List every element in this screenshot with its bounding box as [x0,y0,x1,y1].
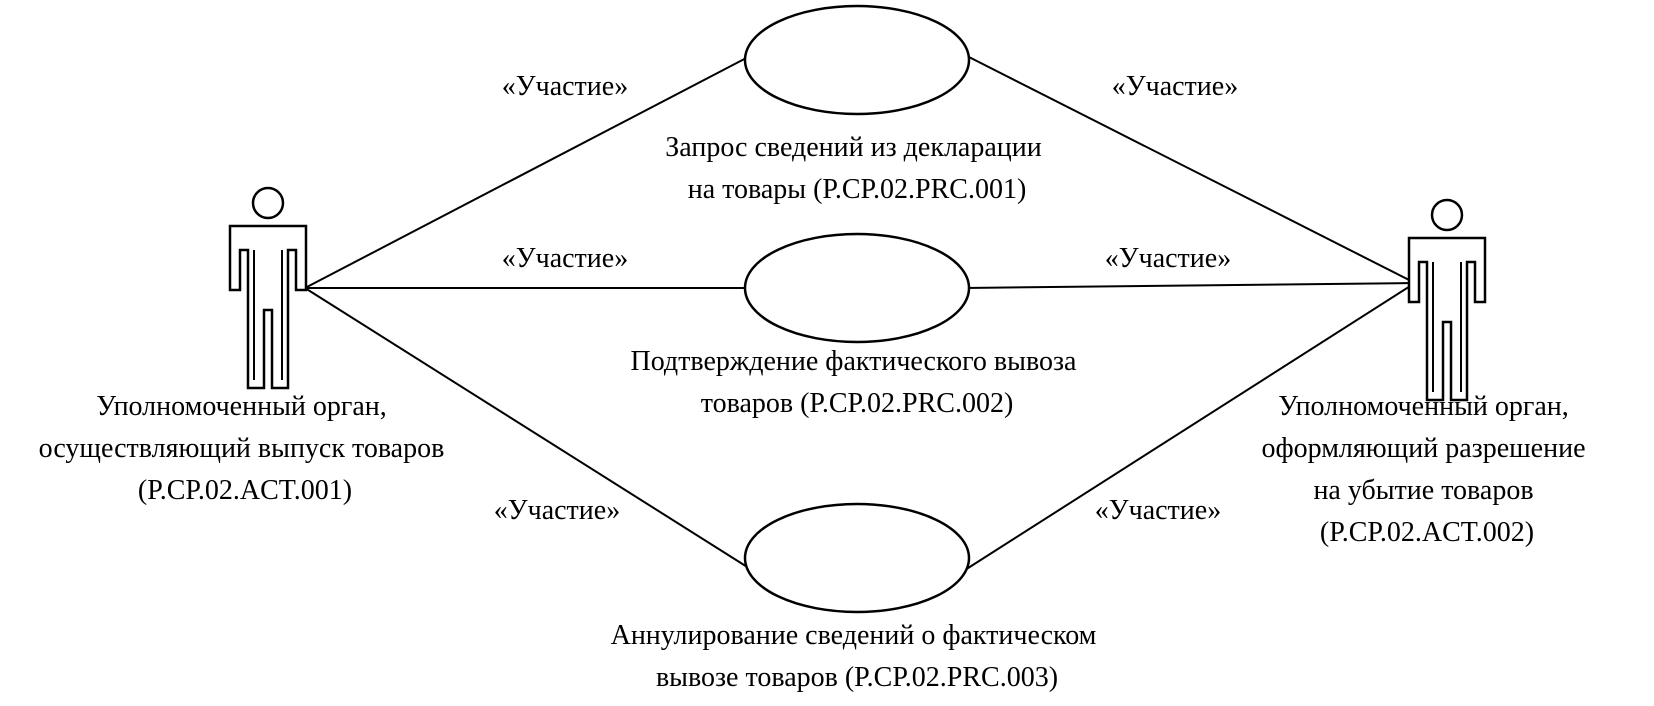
association-lines [304,54,1416,571]
association-line-left-top [304,54,753,289]
use-case-label-2: Подтверждение фактического вывоза товаро… [631,346,1084,419]
association-label-right-top: «Участие» [1112,71,1238,102]
use-case-label-3: Аннулирование сведений о фактическом выв… [611,620,1104,693]
association-label-right-middle: «Участие» [1105,243,1231,274]
association-label-left-top: «Участие» [502,71,628,102]
person-icon [228,186,308,390]
association-line-right-bottom [964,282,1416,571]
person-icon [1407,198,1487,402]
use-case-ellipse-2 [743,232,971,344]
actor-label-right: Уполномоченный орган, оформляющий разреш… [1261,391,1592,548]
use-case-ellipse-3 [743,502,971,614]
actor-label-left: Уполномоченный орган, осуществляющий вып… [39,391,452,506]
use-case-ellipse-1 [743,4,971,116]
association-line-left-bottom [304,287,753,571]
association-label-left-bottom: «Участие» [494,495,620,526]
association-line-right-top [964,54,1416,284]
association-label-right-bottom: «Участие» [1095,495,1221,526]
association-label-left-middle: «Участие» [502,243,628,274]
use-case-label-1: Запрос сведений из декларации на товары … [665,132,1048,205]
association-line-right-middle [964,282,1416,289]
